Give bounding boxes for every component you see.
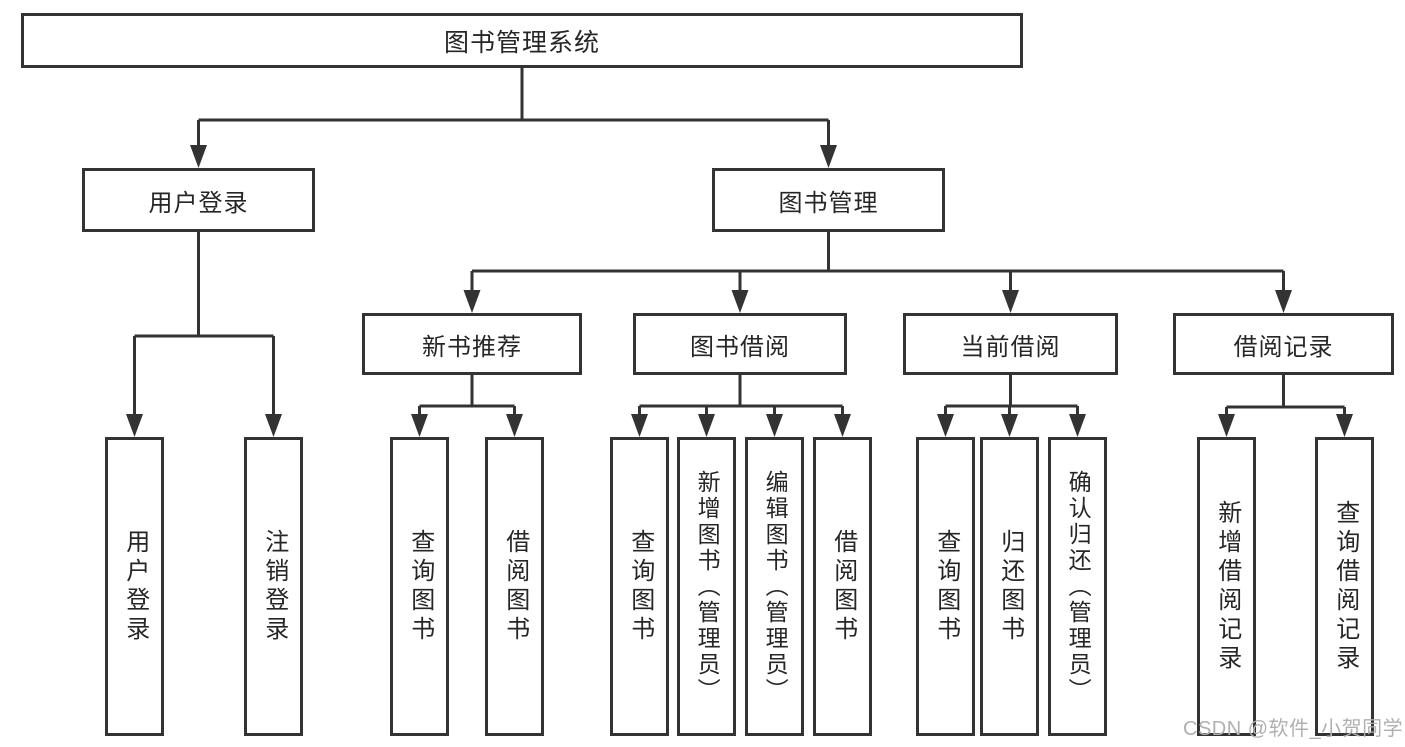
node-borrow-record: 借阅记录	[1173, 313, 1394, 375]
leaf-query-borrow-record: 查询借阅记录	[1315, 437, 1374, 736]
leaf-confirm-return-admin-label: 确认归还（管理员）	[1065, 469, 1092, 704]
leaf-query-book-recommend-label: 查询图书	[406, 528, 434, 645]
node-book-management: 图书管理	[712, 168, 945, 232]
arrowheads	[126, 145, 1353, 437]
node-book-borrow-label: 图书借阅	[690, 333, 790, 361]
csdn-watermark: CSDN @软件_小贺同学	[1183, 718, 1404, 740]
leaf-user-login-label: 用户登录	[121, 528, 149, 645]
leaf-return-book: 归还图书	[980, 437, 1039, 736]
node-book-borrow: 图书借阅	[633, 313, 847, 375]
node-root-library-system: 图书管理系统	[21, 13, 1023, 68]
leaf-logout: 注销登录	[244, 437, 303, 736]
connector-record-leaves	[1225, 375, 1346, 415]
connector-mgmt-level3	[470, 232, 1285, 291]
node-borrow-record-label: 借阅记录	[1233, 333, 1334, 361]
leaf-add-borrow-record-label: 新增借阅记录	[1213, 499, 1241, 674]
leaf-query-book-current: 查询图书	[916, 437, 975, 736]
leaf-return-book-label: 归还图书	[996, 528, 1024, 645]
node-user-login-label: 用户登录	[148, 189, 249, 217]
connector-login-leaves	[133, 232, 275, 415]
node-root-label: 图书管理系统	[443, 28, 600, 57]
node-user-login: 用户登录	[82, 168, 315, 232]
connector-recommend-leaves	[418, 375, 516, 415]
connector-root-level2	[197, 68, 830, 146]
leaf-borrow-book-recommend: 借阅图书	[485, 437, 544, 736]
node-current-borrow-label: 当前借阅	[960, 333, 1061, 361]
leaf-edit-book-admin-label: 编辑图书（管理员）	[762, 469, 789, 704]
node-current-borrow: 当前借阅	[903, 313, 1118, 375]
node-book-management-label: 图书管理	[778, 189, 879, 217]
leaf-add-book-admin: 新增图书（管理员）	[677, 437, 736, 736]
leaf-add-borrow-record: 新增借阅记录	[1197, 437, 1256, 736]
connector-current-leaves	[944, 375, 1079, 415]
leaf-borrow-book-recommend-label: 借阅图书	[501, 528, 529, 645]
leaf-query-book-borrow-label: 查询图书	[626, 528, 654, 645]
leaf-query-book-current-label: 查询图书	[932, 528, 960, 645]
connector-borrow-leaves	[638, 375, 844, 415]
leaf-edit-book-admin: 编辑图书（管理员）	[745, 437, 804, 736]
leaf-user-login: 用户登录	[105, 437, 164, 736]
leaf-query-book-borrow: 查询图书	[610, 437, 669, 736]
leaf-logout-label: 注销登录	[260, 528, 288, 645]
leaf-borrow-book-label: 借阅图书	[829, 528, 857, 645]
leaf-confirm-return-admin: 确认归还（管理员）	[1048, 437, 1107, 736]
leaf-add-book-admin-label: 新增图书（管理员）	[694, 469, 721, 704]
leaf-query-borrow-record-label: 查询借阅记录	[1331, 499, 1359, 674]
leaf-query-book-recommend: 查询图书	[390, 437, 449, 736]
leaf-borrow-book: 借阅图书	[813, 437, 872, 736]
node-new-book-recommend: 新书推荐	[362, 313, 582, 375]
node-new-book-recommend-label: 新书推荐	[422, 333, 522, 361]
